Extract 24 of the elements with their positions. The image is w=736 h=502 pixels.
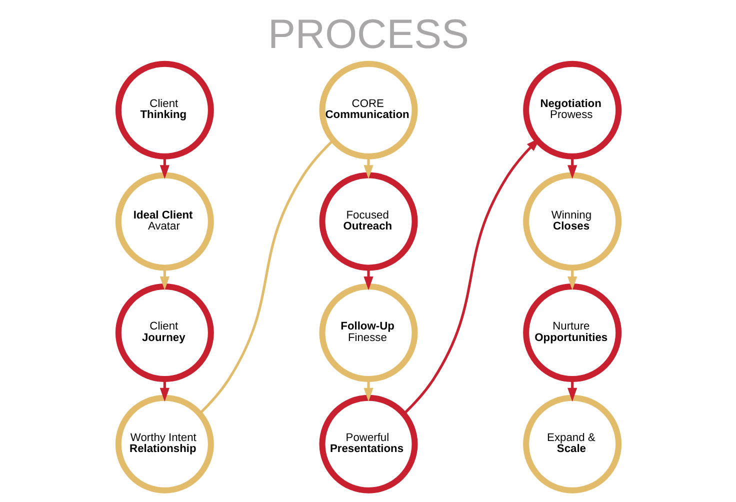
connector — [198, 139, 334, 415]
node-circle: Negotiation Prowess — [522, 60, 622, 160]
node-circle: Winning Closes — [522, 172, 622, 271]
node-circle: Powerful Presentations — [318, 394, 418, 494]
arrow — [363, 268, 373, 290]
node-circle: Follow-Up Finesse — [318, 284, 418, 382]
arrow — [363, 379, 373, 402]
node-circle: Client Thinking — [114, 60, 214, 160]
arrow — [567, 268, 577, 290]
diagram-title: PROCESS — [268, 10, 468, 57]
arrow — [159, 156, 169, 179]
node-circle: Ideal Client Avatar — [114, 172, 214, 271]
node-circle: Expand & Scale — [522, 394, 622, 494]
arrow — [159, 379, 169, 402]
node-circle: Nurture Opportunities — [522, 284, 622, 382]
arrow — [363, 156, 373, 179]
node-circle: Worthy Intent Relationship — [114, 394, 214, 494]
arrow — [567, 379, 577, 402]
node-circle: Focused Outreach — [318, 172, 418, 271]
node-circle: CORE Communication — [318, 60, 418, 160]
node-circle: Client Journey — [114, 284, 214, 382]
arrow — [567, 156, 577, 179]
arrow — [402, 138, 540, 415]
arrow — [159, 268, 169, 290]
